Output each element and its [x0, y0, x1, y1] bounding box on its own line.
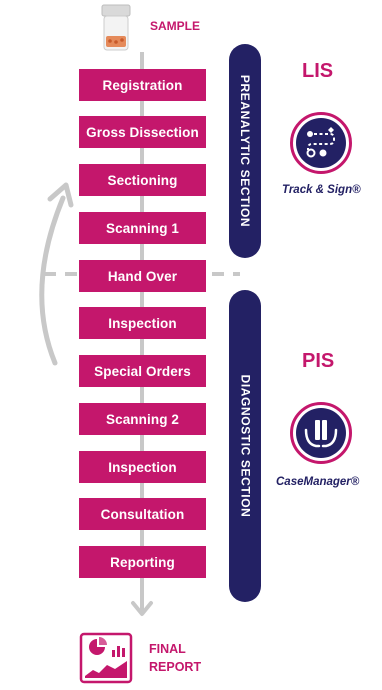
- final-report-line1: FINAL: [149, 642, 186, 656]
- step-gross-dissection: Gross Dissection: [79, 116, 206, 148]
- step-inspection-2: Inspection: [79, 451, 206, 483]
- sample-jar-icon: [99, 4, 133, 52]
- diagnostic-section-label: DIAGNOSTIC SECTION: [238, 374, 252, 518]
- step-inspection-1: Inspection: [79, 307, 206, 339]
- pis-title: PIS: [302, 350, 335, 372]
- case-manager-icon: [304, 420, 338, 448]
- diagnostic-section: DIAGNOSTIC SECTION: [229, 290, 261, 602]
- track-and-sign-icon: [306, 127, 335, 158]
- track-and-sign-label: Track & Sign®: [282, 184, 361, 196]
- step-registration: Registration: [79, 69, 206, 101]
- step-reporting: Reporting: [79, 546, 206, 578]
- preanalytic-section-label: PREANALYTIC SECTION: [238, 74, 252, 228]
- step-scanning-1: Scanning 1: [79, 212, 206, 244]
- step-sectioning: Sectioning: [79, 164, 206, 196]
- step-special-orders: Special Orders: [79, 355, 206, 387]
- step-scanning-2: Scanning 2: [79, 403, 206, 435]
- lis-title: LIS: [302, 60, 334, 82]
- track-and-sign-badge: [290, 112, 352, 174]
- case-manager-badge: [290, 402, 352, 464]
- case-manager-label: CaseManager®: [276, 476, 360, 488]
- preanalytic-section: PREANALYTIC SECTION: [229, 44, 261, 258]
- sample-label: SAMPLE: [150, 19, 201, 33]
- final-report-line2: REPORT: [149, 660, 202, 674]
- step-hand-over: Hand Over: [79, 260, 206, 292]
- step-consultation: Consultation: [79, 498, 206, 530]
- report-icon: [79, 632, 133, 684]
